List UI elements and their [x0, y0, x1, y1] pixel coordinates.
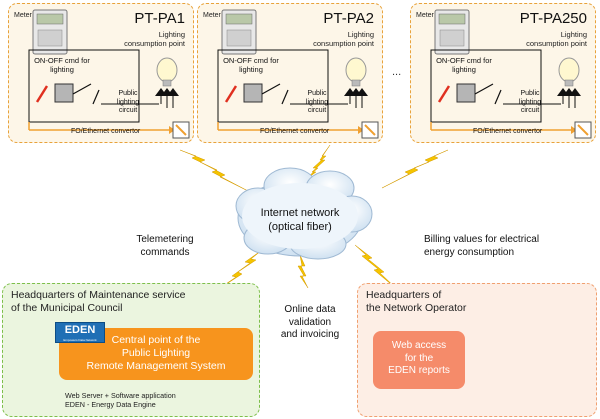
pa1-converter-label: FO/Ethernet convertor [71, 128, 141, 135]
pa2-title: PT-PA2 [323, 10, 374, 27]
network-operator-headquarters: Headquarters of the Network Operator Web… [357, 283, 597, 417]
pa2-circuit-label: Public lighting circuit [305, 90, 329, 114]
lightning-bolt-pa1 [179, 149, 251, 193]
maintenance-hq-title: Headquarters of Maintenance service of t… [11, 289, 186, 314]
billing-label: Billing values for electrical energy con… [424, 234, 540, 258]
pa1-circuit-drawing [28, 9, 190, 139]
pa1-meter-label: Meter [14, 12, 32, 19]
pa250-converter-label: FO/Ethernet convertor [473, 128, 543, 135]
pa2-converter-label: FO/Ethernet convertor [260, 128, 330, 135]
pa2-meter-label: Meter [203, 12, 221, 19]
telemetering-label: Telemetering commands [136, 234, 194, 258]
pa250-meter-label: Meter [416, 12, 434, 19]
pa1-title: PT-PA1 [134, 10, 185, 27]
pa250-circuit-label: Public lighting circuit [518, 90, 542, 114]
lightning-bolt-online [297, 254, 309, 289]
pa250-title: PT-PA250 [519, 10, 587, 27]
pa1-circuit-label: Public lighting circuit [116, 90, 140, 114]
operator-hq-title: Headquarters of the Network Operator [366, 289, 467, 314]
consumption-point-pa2: Meter PT-PA2 Lighting consumption point … [197, 3, 383, 143]
pa250-circuit-drawing [430, 9, 592, 139]
pa1-cmd-label: ON-OFF cmd for lighting [34, 56, 90, 74]
pa250-cmd-label: ON-OFF cmd for lighting [436, 56, 492, 74]
consumption-point-pa250: Meter PT-PA250 Lighting consumption poin… [410, 3, 596, 143]
ellipsis: ... [392, 66, 402, 78]
eden-logo: EDEN Empowers Data Network [55, 322, 105, 343]
internet-network-label: Internet network (optical fiber) [260, 207, 340, 233]
pa250-subtitle: Lighting consumption point [526, 30, 587, 48]
consumption-point-pa1: Meter PT-PA1 Lighting consumption point … [8, 3, 194, 143]
lightning-bolt-pa250 [381, 149, 449, 189]
maintenance-footnote: Web Server + Software application EDEN -… [65, 391, 176, 409]
pa2-cmd-label: ON-OFF cmd for lighting [223, 56, 279, 74]
pa2-subtitle: Lighting consumption point [313, 30, 374, 48]
pa2-circuit-drawing [217, 9, 379, 139]
web-access-box: Web access for the EDEN reports [373, 331, 465, 389]
online-validation-label: Online data validation and invoicing [280, 304, 340, 340]
maintenance-headquarters: Headquarters of Maintenance service of t… [2, 283, 260, 417]
pa1-subtitle: Lighting consumption point [124, 30, 185, 48]
